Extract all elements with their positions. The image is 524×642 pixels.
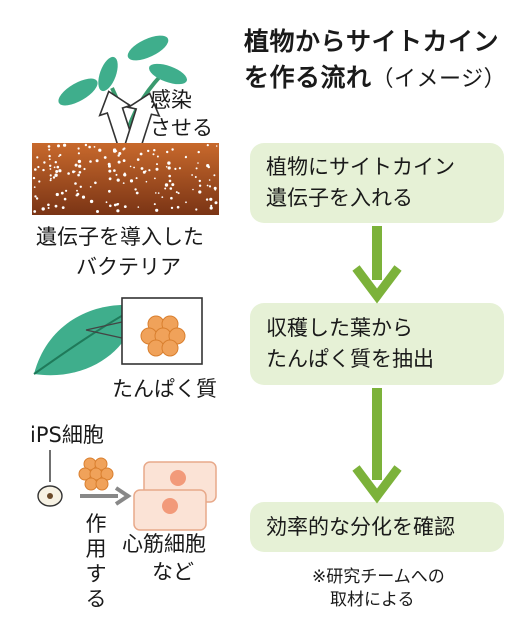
leaf-illustration xyxy=(33,297,203,376)
cytokine-cluster xyxy=(78,457,114,491)
source-note-line-1: ※研究チームへの xyxy=(312,567,445,587)
infect-label-line-1: 感染 xyxy=(150,88,192,112)
title-line-1: 植物からサイトカイン xyxy=(244,27,500,56)
step-3-line-1: 効率的な分化を確認 xyxy=(266,514,455,539)
plant-sprout-illustration xyxy=(58,35,187,154)
flow-arrow-2 xyxy=(352,388,402,504)
source-note-line-2: 取材による xyxy=(330,590,415,610)
cells-label-line-2: など xyxy=(152,560,194,584)
title-line-2: を作る流れ（イメージ） xyxy=(244,60,516,98)
title-line-2-sub: （イメージ） xyxy=(371,67,507,92)
infect-label-line-2: させる xyxy=(150,116,213,140)
step-1-box: 植物にサイトカイン 遺伝子を入れる xyxy=(250,143,504,223)
cells-label: 心筋細胞 など xyxy=(122,530,206,586)
bacteria-label: 遺伝子を導入した バクテリア xyxy=(36,222,204,282)
step-3-box: 効率的な分化を確認 xyxy=(250,502,504,552)
protein-cluster xyxy=(140,315,186,357)
flow-arrow-1 xyxy=(352,226,402,304)
title-line-2-main: を作る流れ xyxy=(244,63,372,92)
bacteria-label-line-2: バクテリア xyxy=(76,255,181,279)
step-1-line-2: 遺伝子を入れる xyxy=(266,186,413,210)
step-2-line-1: 収穫した葉から xyxy=(266,316,413,340)
cells-label-line-1: 心筋細胞 xyxy=(122,532,206,556)
heart-muscle-cells-illustration xyxy=(133,461,217,531)
act-label-line-3: する xyxy=(85,562,107,611)
step-2-line-2: たんぱく質を抽出 xyxy=(266,347,434,371)
infect-label: 感染 させる xyxy=(150,86,213,142)
act-label-line-1: 作 xyxy=(85,512,107,536)
ips-cell-illustration xyxy=(37,450,132,507)
step-1-line-1: 植物にサイトカイン xyxy=(266,155,455,179)
step-2-box: 収穫した葉から たんぱく質を抽出 xyxy=(250,303,504,385)
protein-label: たんぱく質 xyxy=(112,377,217,401)
act-label-line-2: 用 xyxy=(85,537,107,561)
soil-band xyxy=(32,143,219,215)
source-note: ※研究チームへの 取材による xyxy=(312,566,445,612)
bacteria-label-line-1: 遺伝子を導入した xyxy=(36,225,204,249)
bacteria-dots xyxy=(32,143,218,213)
ips-label: iPS細胞 xyxy=(30,423,104,447)
diagram-title: 植物からサイトカイン を作る流れ（イメージ） xyxy=(244,24,516,98)
act-label: 作 用 する xyxy=(78,512,114,612)
